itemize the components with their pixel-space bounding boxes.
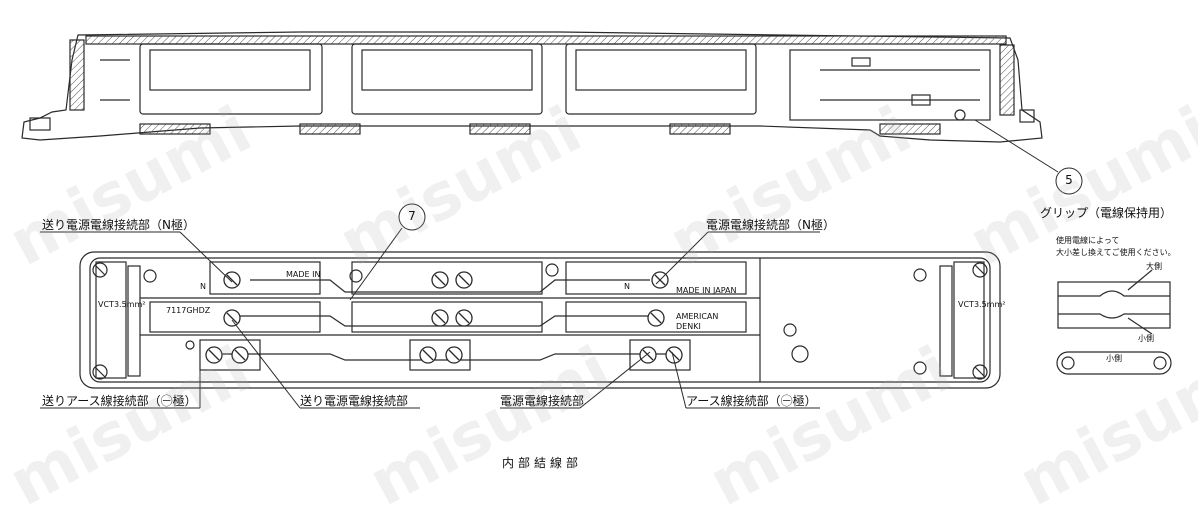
screw-slot bbox=[234, 349, 246, 361]
screw-slot bbox=[650, 312, 662, 324]
callout-5: 5 bbox=[1065, 173, 1073, 187]
grip-note-2: 大小差し換えてご使用ください。 bbox=[1056, 248, 1176, 257]
terminal-screws bbox=[205, 271, 683, 364]
grip-detail bbox=[1056, 269, 1172, 375]
marking-made-in-japan: MADE IN JAPAN bbox=[676, 286, 737, 295]
marking-vct-left: VCT3.5mm² bbox=[98, 300, 146, 309]
marking-vct-right: VCT3.5mm² bbox=[958, 300, 1006, 309]
label-power: 電源電線接続部 bbox=[500, 394, 585, 408]
screw-slot bbox=[208, 349, 220, 361]
screw-slot bbox=[226, 274, 238, 286]
label-grip: グリップ（電線保持用） bbox=[1040, 206, 1173, 220]
marking-grip-small: 小側 bbox=[1106, 354, 1122, 363]
callout-7: 7 bbox=[408, 209, 416, 223]
callout-5-leader bbox=[974, 119, 1083, 195]
screw-slot bbox=[668, 349, 680, 361]
diagram-caption: 内部結線部 bbox=[502, 456, 583, 470]
marking-american: AMERICAN bbox=[676, 312, 719, 321]
label-send-power-n: 送り電源電線接続部（N極） bbox=[42, 218, 195, 232]
marking-part-no: 7117GHDZ bbox=[166, 306, 211, 315]
label-power-n: 電源電線接続部（N極） bbox=[706, 218, 835, 232]
marking-n-right: N bbox=[624, 282, 630, 291]
screw-slot bbox=[642, 349, 654, 361]
marking-n-left: N bbox=[200, 282, 206, 291]
section-view bbox=[21, 31, 1043, 143]
diagram-stage: misumi misumi misumi misumi misumi misum… bbox=[0, 31, 1198, 521]
label-send-earth: 送りアース線接続部（㊀極） bbox=[42, 394, 197, 408]
leader-lines bbox=[40, 203, 820, 409]
label-earth: アース線接続部（㊀極） bbox=[686, 394, 817, 408]
screw-slot bbox=[434, 274, 446, 286]
screw-slot bbox=[458, 312, 470, 324]
label-small-side: 小側 bbox=[1138, 334, 1154, 343]
grip-note-1: 使用電線によって bbox=[1056, 236, 1120, 245]
plan-view bbox=[79, 251, 1001, 389]
marking-made-in: MADE IN bbox=[286, 270, 321, 279]
label-large-side: 大側 bbox=[1146, 262, 1162, 271]
screw-slot bbox=[458, 274, 470, 286]
technical-drawing bbox=[21, 31, 1172, 409]
label-send-power: 送り電源電線接続部 bbox=[300, 394, 409, 408]
marking-denki: DENKI bbox=[676, 322, 701, 331]
screw-slot bbox=[422, 349, 434, 361]
screw-slot bbox=[434, 312, 446, 324]
screw-slot bbox=[226, 312, 238, 324]
screw-slot bbox=[448, 349, 460, 361]
